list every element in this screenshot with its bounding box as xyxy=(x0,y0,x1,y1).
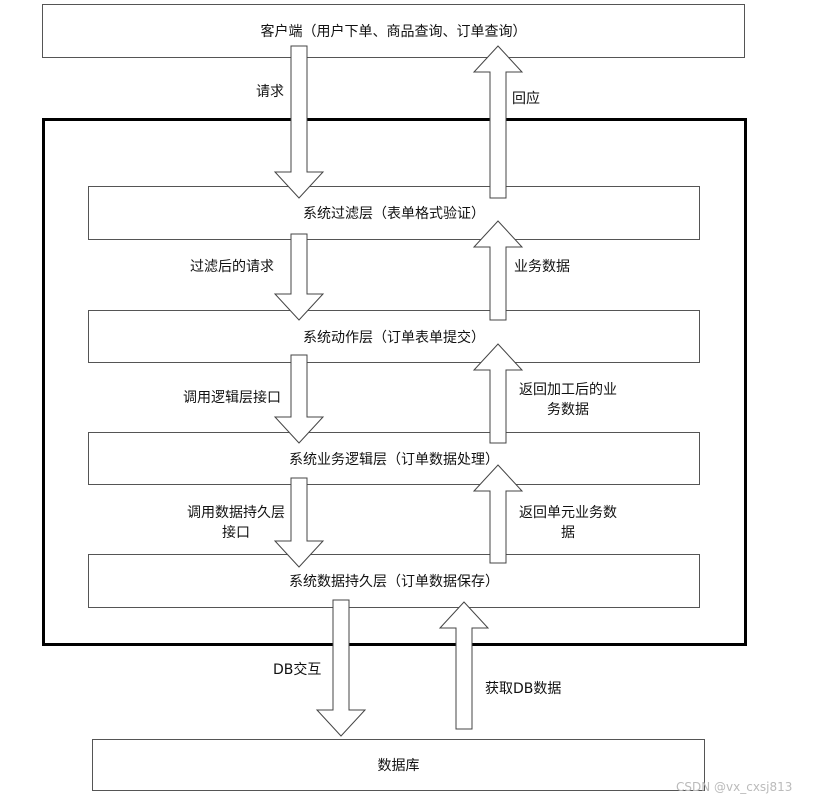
return-processed-line-1: 返回加工后的业 xyxy=(519,382,617,398)
return-processed-arrow xyxy=(472,343,524,444)
business-data-arrow xyxy=(472,220,524,321)
response-arrow xyxy=(472,45,524,199)
system-boundary xyxy=(42,118,747,646)
action-layer-label: 系统动作层（订单表单提交） xyxy=(303,329,485,346)
call-persist-line-1: 调用数据持久层 xyxy=(187,505,285,521)
return-unit-line-2: 据 xyxy=(561,525,575,541)
call-persist-arrow xyxy=(273,477,325,568)
persistence-layer-box: 系统数据持久层（订单数据保存） xyxy=(88,554,700,608)
filter-layer-label: 系统过滤层（表单格式验证） xyxy=(303,206,485,222)
call-persist-label: 调用数据持久层 接口 xyxy=(180,503,292,543)
filter-layer-box: 系统过滤层（表单格式验证） xyxy=(88,186,700,240)
client-box: 客户端（用户下单、商品查询、订单查询） xyxy=(42,4,745,58)
call-logic-arrow xyxy=(273,354,325,444)
return-processed-label: 返回加工后的业 务数据 xyxy=(512,380,624,420)
return-unit-label: 返回单元业务数 据 xyxy=(512,503,624,543)
database-label: 数据库 xyxy=(377,758,420,774)
request-label: 请求 xyxy=(256,84,284,100)
get-db-data-label: 获取DB数据 xyxy=(485,681,562,697)
db-interact-label: DB交互 xyxy=(273,662,322,678)
filtered-request-arrow xyxy=(273,233,325,321)
logic-layer-label: 系统业务逻辑层（订单数据处理） xyxy=(289,451,499,468)
call-persist-line-2: 接口 xyxy=(222,525,250,541)
return-unit-arrow xyxy=(472,464,524,564)
response-label: 回应 xyxy=(512,91,540,107)
get-db-data-arrow xyxy=(438,601,490,730)
business-data-label: 业务数据 xyxy=(514,259,570,275)
watermark: CSDN @vx_cxsj813 xyxy=(676,780,793,794)
filtered-request-label: 过滤后的请求 xyxy=(190,259,274,275)
database-box: 数据库 xyxy=(92,739,705,791)
client-label: 客户端（用户下单、商品查询、订单查询） xyxy=(260,24,527,40)
call-logic-label: 调用逻辑层接口 xyxy=(183,390,281,406)
db-interact-arrow xyxy=(315,599,367,737)
return-unit-line-1: 返回单元业务数 xyxy=(519,505,617,521)
persistence-layer-label: 系统数据持久层（订单数据保存） xyxy=(289,574,499,590)
return-processed-line-2: 务数据 xyxy=(547,402,589,418)
logic-layer-box: 系统业务逻辑层（订单数据处理） xyxy=(88,432,700,485)
action-layer-box: 系统动作层（订单表单提交） xyxy=(88,310,700,363)
request-arrow xyxy=(273,45,325,199)
